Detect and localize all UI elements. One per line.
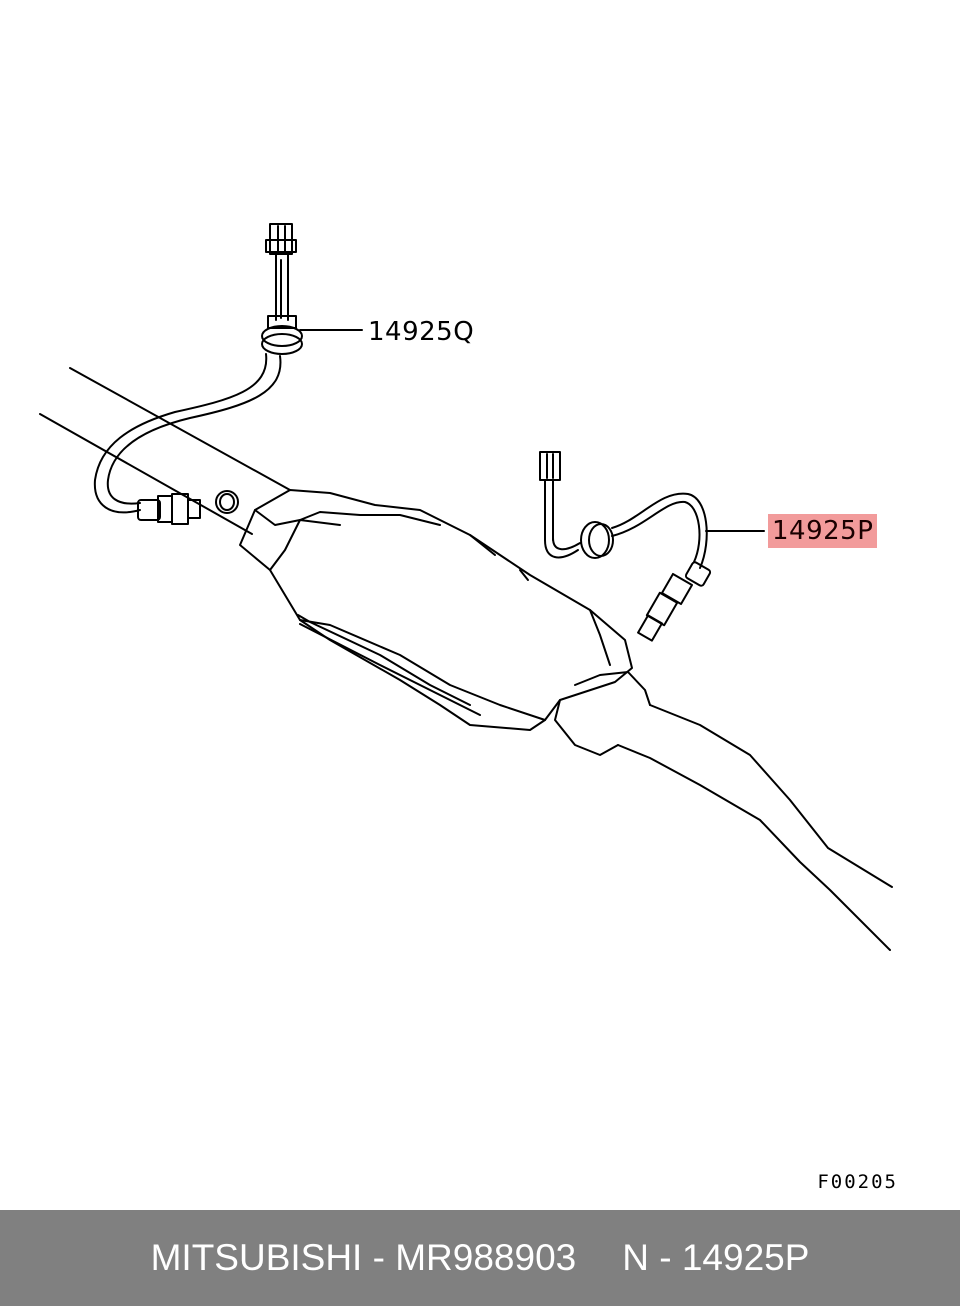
- figure-code: F00205: [817, 1171, 898, 1193]
- rear-exhaust-pipe: [554, 671, 893, 951]
- callout-14925q: 14925Q: [368, 317, 475, 347]
- leader-lines: [299, 329, 765, 532]
- downstream-oxygen-sensor: [539, 451, 712, 642]
- part-footer-bar: MITSUBISHI - MR988903 N - 14925P: [0, 1210, 960, 1306]
- position-reference: N - 14925P: [622, 1237, 810, 1278]
- callout-14925p-highlighted: 14925P: [768, 514, 878, 548]
- catalytic-converter: [239, 489, 633, 731]
- upstream-oxygen-sensor: [93, 223, 303, 525]
- brand-part-number: MITSUBISHI - MR988903: [150, 1237, 577, 1278]
- front-exhaust-pipe: [39, 367, 291, 535]
- exhaust-system-diagram: [39, 223, 893, 951]
